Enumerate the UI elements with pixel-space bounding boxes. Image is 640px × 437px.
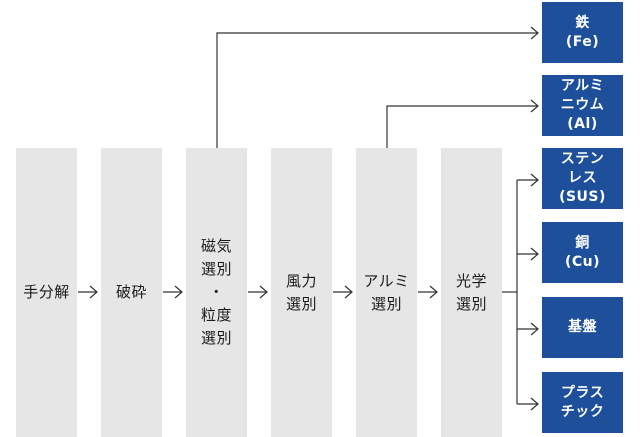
output-circuit-board: 基盤 — [542, 297, 623, 358]
output-iron: 鉄 (Fe) — [542, 2, 623, 63]
step-crushing: 破砕 — [101, 148, 162, 437]
step-aluminum-separation: アルミ 選別 — [356, 148, 417, 437]
step-manual-disassembly: 手分解 — [16, 148, 77, 437]
step-magnetic-size-separation: 磁気 選別 ・ 粒度 選別 — [186, 148, 247, 437]
branch-to-aluminium — [386, 99, 539, 148]
branch-to-iron — [216, 26, 539, 148]
output-copper: 銅 (Cu) — [542, 222, 623, 283]
output-stainless: ステン レス (SUS) — [542, 148, 623, 209]
step-wind-separation: 風力 選別 — [271, 148, 332, 437]
optical-fanout — [502, 173, 539, 411]
output-aluminium: アルミ ニウム (Al) — [542, 75, 623, 136]
step-optical-separation: 光学 選別 — [441, 148, 502, 437]
output-plastic: プラス チック — [542, 372, 623, 433]
step-arrows — [78, 285, 438, 299]
